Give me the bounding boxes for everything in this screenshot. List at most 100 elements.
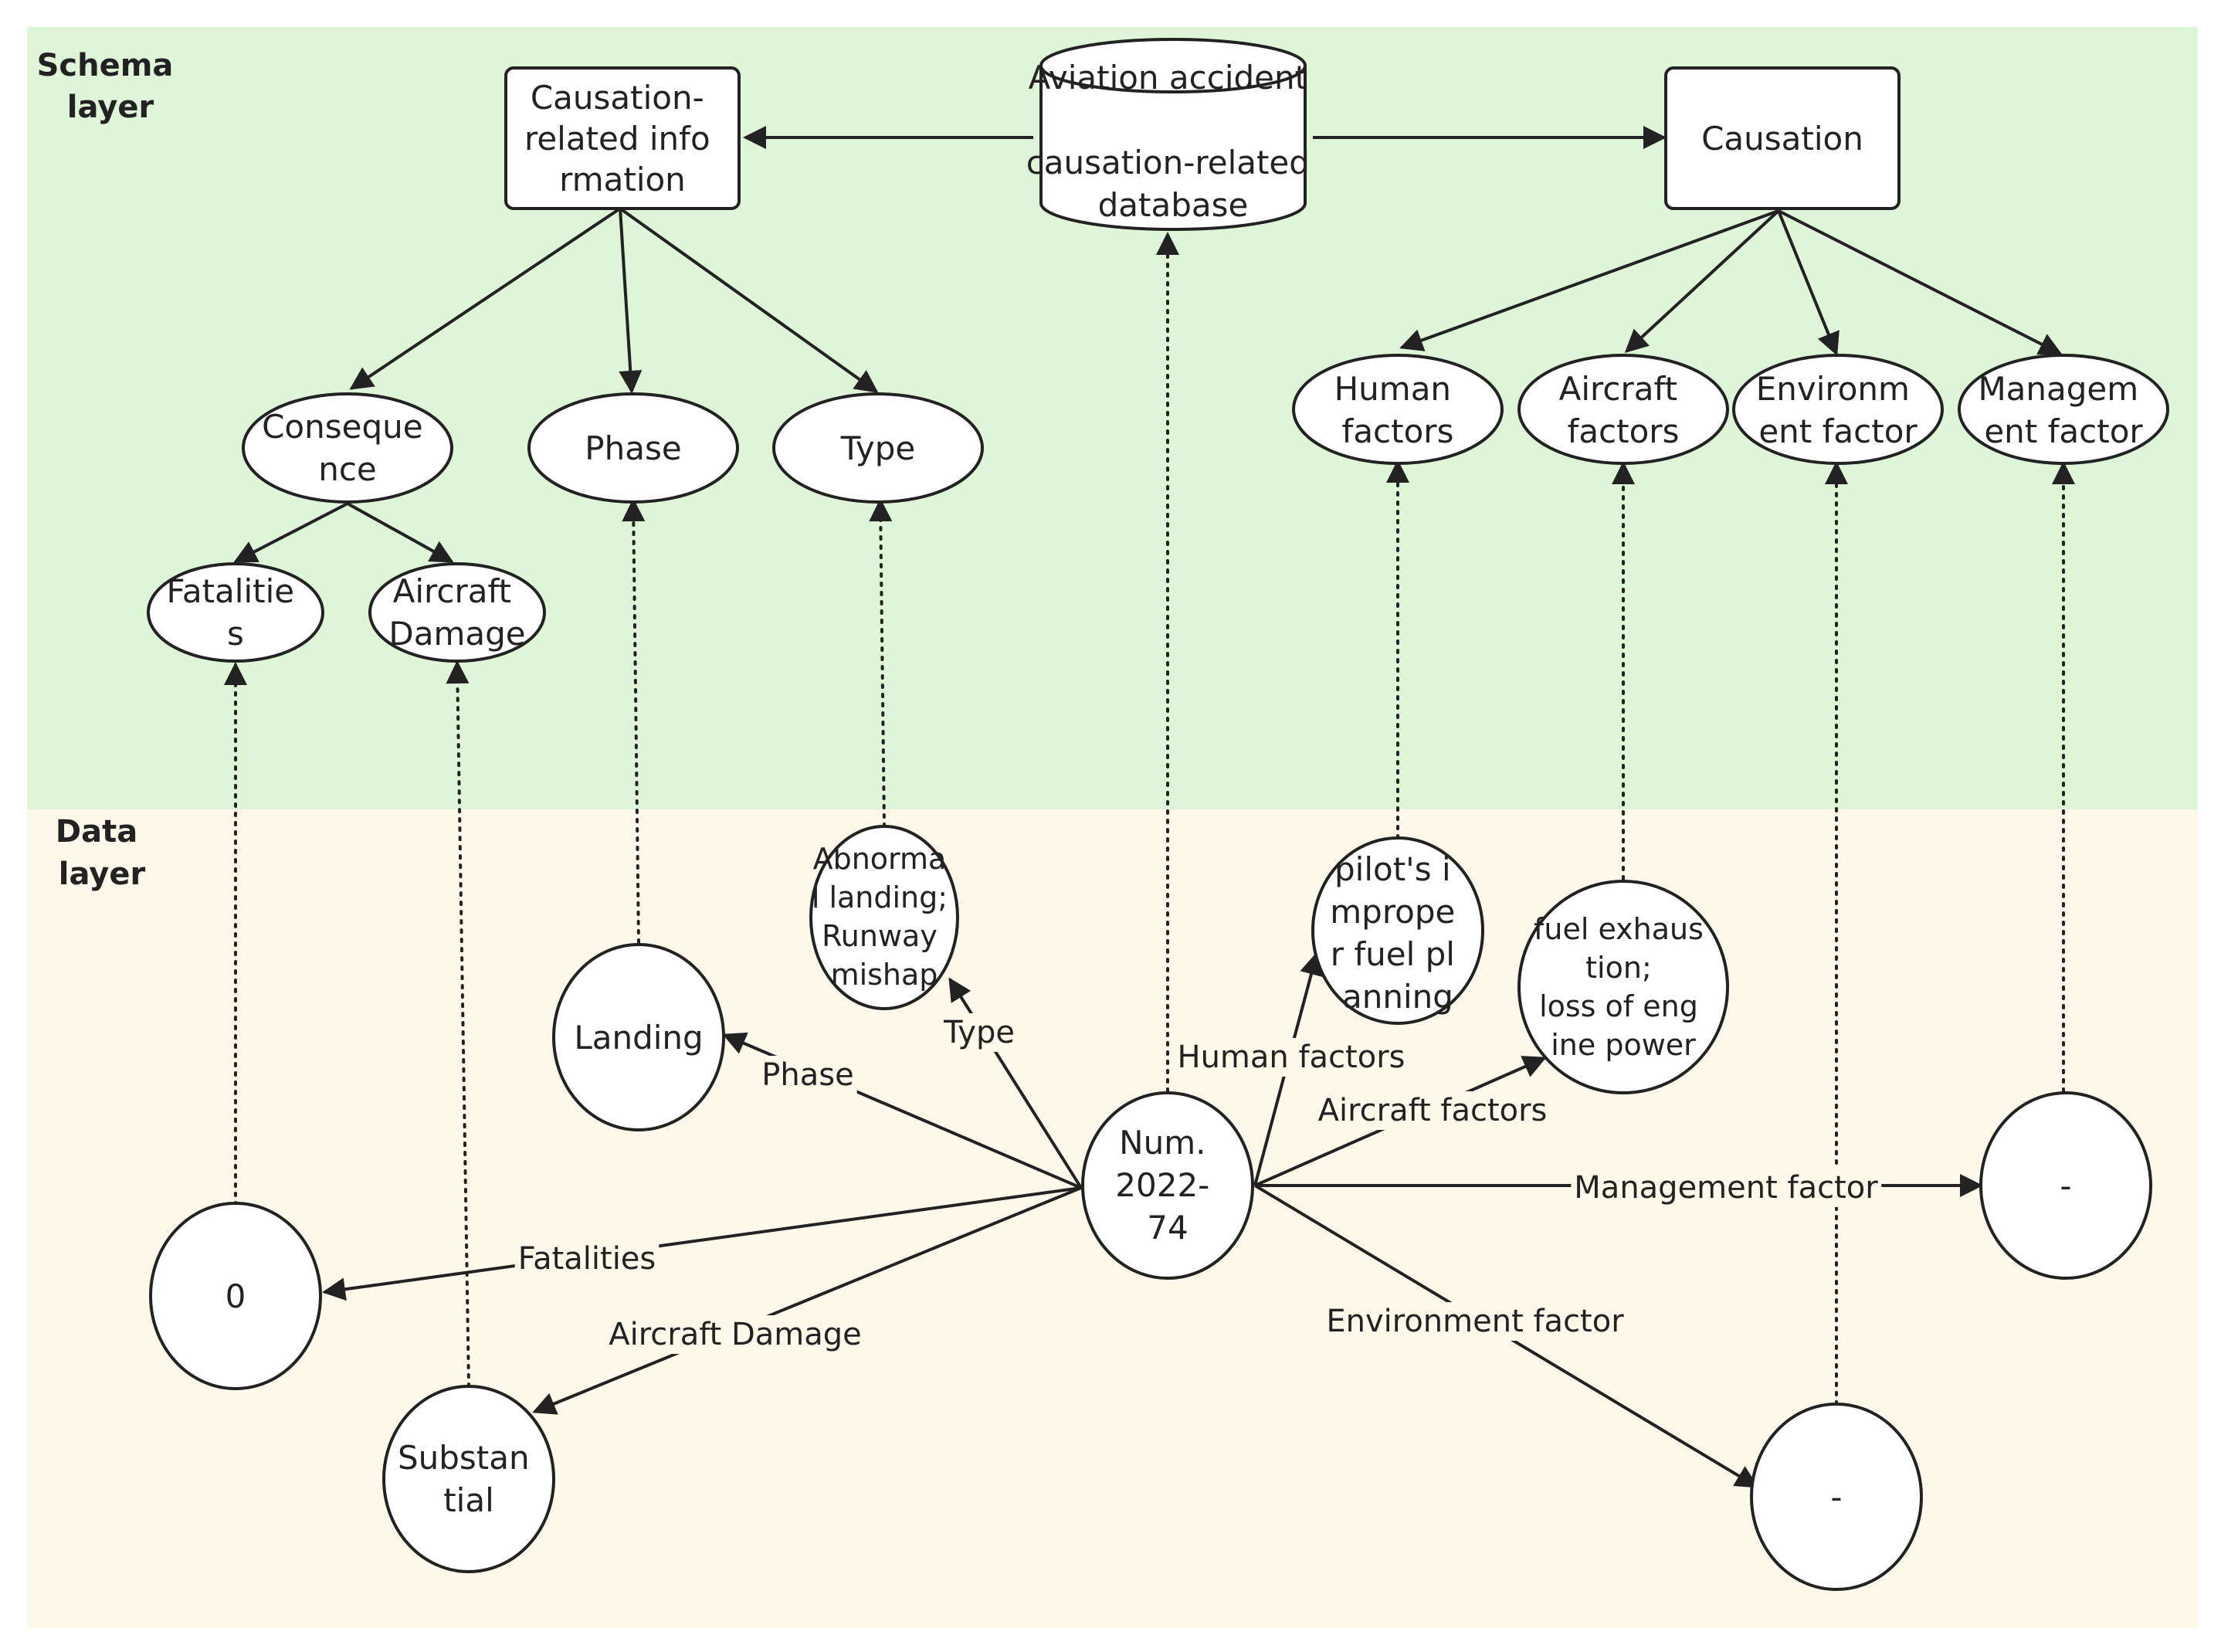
node-label: Substan tial	[398, 1439, 540, 1519]
node-label: Abnorma l landing; Runway mishap	[812, 842, 957, 992]
edge-label-text: Management factor	[1574, 1170, 1878, 1206]
node-management-value[interactable]: -	[1979, 1091, 2152, 1280]
node-phase[interactable]: Phase	[527, 392, 739, 504]
edge-consequence-to-aircraft-damage	[347, 502, 454, 563]
node-label: fuel exhaus tion; loss of eng ine power	[1534, 912, 1713, 1062]
node-aircraft-factors[interactable]: Aircraft factors	[1517, 354, 1729, 465]
node-label-line: Environm	[1756, 370, 1910, 408]
node-label-line: related info	[524, 120, 710, 158]
edge-label-management-factor: Management factor	[1571, 1169, 1882, 1207]
edge-label-background	[514, 1240, 660, 1278]
edge-label-fatalities: Fatalities	[514, 1240, 660, 1278]
node-label-line: factors	[1568, 412, 1680, 450]
node-label-line: Abnorma	[813, 842, 947, 876]
edge-label-background	[605, 1315, 865, 1354]
node-consequence[interactable]: Conseque nce	[242, 392, 453, 504]
node-label-line: database	[1098, 186, 1249, 224]
schema-layer-title-line: layer	[67, 90, 154, 125]
node-environment-factor[interactable]: Environm ent factor	[1732, 354, 1944, 465]
node-label: Aircraft factors	[1559, 370, 1688, 450]
edge-label-background	[1174, 1038, 1409, 1077]
node-label: Type	[840, 429, 915, 467]
node-label: Aircraft Damage	[388, 572, 525, 653]
node-label: Aviation accident causation-related data…	[1026, 59, 1321, 224]
node-label-line: -	[1830, 1478, 1842, 1516]
edge-label-background	[1571, 1169, 1882, 1207]
schema-layer-title-line: Schema	[37, 48, 174, 83]
node-center-record[interactable]: Num. 2022- 74	[1081, 1091, 1254, 1280]
node-label-line: tial	[443, 1481, 494, 1519]
schema-layer-title: Schema layer	[37, 48, 185, 125]
node-label-line: Substan	[398, 1439, 530, 1477]
node-label-line: mprope	[1330, 893, 1455, 931]
node-label: Managem ent factor	[1978, 370, 2148, 450]
node-pilot-planning[interactable]: pilot's i mprope r fuel pl anning	[1311, 836, 1484, 1025]
edge-causation-to-aircraft	[1624, 209, 1780, 354]
node-label-line: mishap	[831, 958, 938, 992]
node-label-line: nce	[318, 450, 377, 488]
edge-label-text: Fatalities	[518, 1241, 656, 1277]
edge-label-text: Phase	[761, 1057, 853, 1093]
node-label-line: ine power	[1551, 1028, 1696, 1062]
node-label-line: Phase	[585, 429, 681, 467]
node-database[interactable]: Aviation accident causation-related data…	[1026, 38, 1321, 231]
node-label: Landing	[574, 1019, 703, 1057]
node-label-line: 74	[1147, 1209, 1188, 1247]
node-human-factors[interactable]: Human factors	[1292, 354, 1504, 465]
node-label-line: Type	[840, 429, 915, 467]
node-label-line: -	[2060, 1167, 2071, 1205]
edge-label-background	[1323, 1302, 1628, 1341]
schema-edges	[233, 126, 2063, 563]
edge-center-to-substantial	[532, 1186, 1082, 1415]
node-label-line: causation-related	[1026, 144, 1310, 181]
edge-label-background	[940, 1013, 1018, 1052]
node-label: 0	[225, 1277, 246, 1315]
edge-label-phase: Phase	[758, 1056, 857, 1094]
node-label: Phase	[585, 429, 681, 467]
dotted-substantial-to-aircraft-damage	[446, 660, 470, 1388]
node-fuel-exhaustion[interactable]: fuel exhaus tion; loss of eng ine power	[1517, 880, 1729, 1094]
edge-info-to-consequence	[349, 207, 622, 390]
node-fatalities-value[interactable]: 0	[149, 1202, 322, 1390]
node-label-line: Conseque	[262, 408, 422, 446]
node-abnormal-landing[interactable]: Abnorma l landing; Runway mishap	[809, 825, 959, 1010]
node-label-line: Damage	[388, 615, 525, 653]
dotted-abnormal-to-type	[869, 498, 893, 828]
edge-labels: Type Phase Human factors Aircraft factor…	[514, 1013, 1882, 1354]
node-type[interactable]: Type	[772, 392, 984, 504]
node-environment-value[interactable]: -	[1750, 1403, 1923, 1591]
node-label-line: pilot's i	[1334, 850, 1451, 888]
edge-label-text: Aircraft factors	[1318, 1093, 1548, 1128]
node-label-line: loss of eng	[1539, 989, 1698, 1023]
node-label-line: Causation-	[531, 79, 704, 117]
edge-label-text: Human factors	[1178, 1040, 1406, 1075]
edge-label-background	[758, 1056, 857, 1094]
node-label-line: 0	[225, 1277, 246, 1315]
edge-label-text: Environment factor	[1326, 1304, 1624, 1339]
node-causation[interactable]: Causation	[1664, 66, 1901, 210]
edge-label-text: Aircraft Damage	[609, 1317, 862, 1352]
node-label: Fatalitie s	[167, 572, 305, 653]
node-fatalities[interactable]: Fatalitie s	[147, 562, 324, 663]
node-label-line: Aircraft	[1559, 370, 1677, 408]
node-label: Environm ent factor	[1756, 370, 1921, 450]
node-label-line: Fatalitie	[167, 572, 295, 610]
edge-causation-to-human	[1399, 209, 1779, 351]
node-management-factor[interactable]: Managem ent factor	[1958, 354, 2169, 465]
node-aircraft-damage[interactable]: Aircraft Damage	[368, 562, 546, 663]
node-landing[interactable]: Landing	[552, 943, 725, 1131]
node-label: -	[1830, 1478, 1842, 1516]
edge-info-to-phase	[619, 208, 643, 394]
dotted-landing-to-phase	[622, 498, 646, 944]
node-causation-info[interactable]: Causation- related info rmation	[504, 66, 741, 210]
node-substantial[interactable]: Substan tial	[382, 1385, 555, 1573]
node-label-line: Runway	[822, 919, 938, 953]
edge-label-type: Type	[940, 1013, 1018, 1052]
node-label-line: fuel exhaus	[1534, 912, 1704, 946]
edge-causation-to-management	[1778, 209, 2063, 355]
node-label-line: tion;	[1585, 951, 1652, 985]
node-label-line: anning	[1342, 978, 1453, 1016]
node-label-line: ent factor	[1984, 412, 2143, 450]
node-label-line: Num.	[1119, 1124, 1205, 1162]
